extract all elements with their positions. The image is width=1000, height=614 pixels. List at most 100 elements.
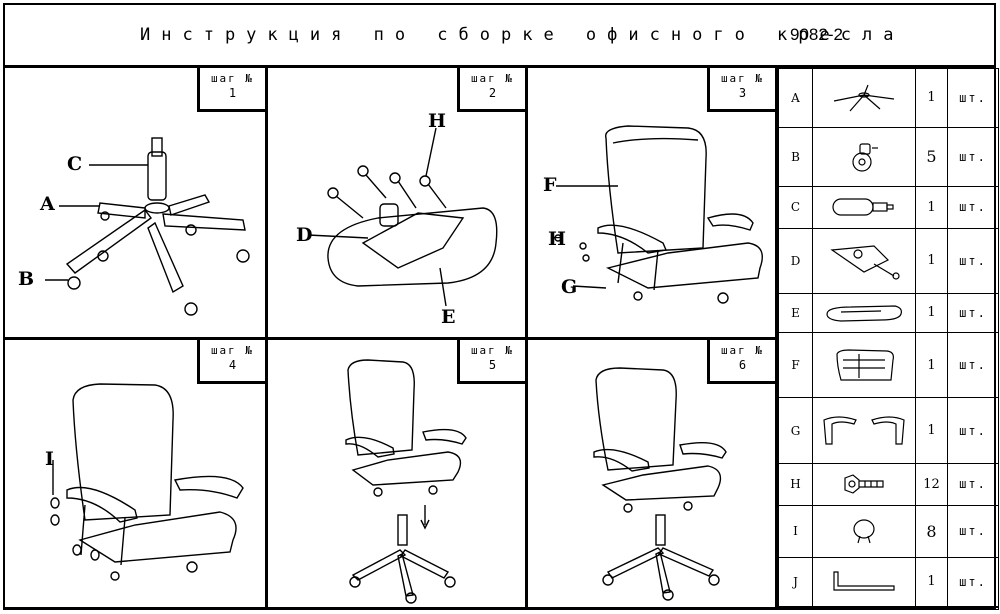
label-g: G bbox=[561, 276, 578, 298]
finished-chair-drawing bbox=[593, 367, 727, 601]
empty-row bbox=[778, 607, 999, 610]
part-unit: шт. bbox=[947, 68, 999, 128]
gas-cylinder-icon bbox=[813, 195, 915, 219]
step-label: шаг № bbox=[210, 72, 255, 85]
step-number: 5 bbox=[488, 358, 497, 372]
label-b: B bbox=[18, 268, 35, 290]
step-number: 1 bbox=[228, 86, 237, 100]
label-h: H bbox=[548, 228, 566, 250]
part-image bbox=[812, 556, 916, 607]
part-quantity: 1 bbox=[915, 68, 948, 128]
step-6-panel: шаг № 6 bbox=[528, 340, 778, 610]
tilt-mechanism-icon bbox=[813, 242, 915, 280]
part-quantity: 1 bbox=[915, 331, 948, 399]
step-1-panel: шаг № 1 C A B bbox=[5, 68, 268, 340]
part-unit: шт. bbox=[947, 185, 999, 229]
part-letter: I bbox=[778, 504, 813, 558]
instruction-sheet: Инструкция по сборке офисного кресла 908… bbox=[3, 3, 999, 610]
step-label: шаг № bbox=[210, 344, 255, 357]
part-letter: D bbox=[778, 227, 813, 295]
part-image bbox=[812, 126, 916, 187]
part-letter: E bbox=[778, 293, 813, 333]
step-label: шаг № bbox=[470, 72, 515, 85]
part-quantity: 5 bbox=[915, 126, 948, 187]
step-2-box: шаг № 2 bbox=[457, 68, 525, 112]
step-6-box: шаг № 6 bbox=[707, 340, 775, 384]
part-unit: шт. bbox=[947, 227, 999, 295]
part-letter: G bbox=[778, 397, 813, 464]
step-label: шаг № bbox=[470, 344, 515, 357]
part-image bbox=[812, 504, 916, 558]
label-d: D bbox=[296, 224, 313, 246]
part-image bbox=[812, 331, 916, 399]
step-number: 3 bbox=[738, 86, 747, 100]
part-image bbox=[812, 68, 916, 128]
part-letter: A bbox=[778, 68, 813, 128]
caps-drawing bbox=[50, 383, 244, 581]
part-unit: шт. bbox=[947, 462, 999, 506]
model-number: 9082-2 bbox=[790, 25, 843, 44]
part-unit: шт. bbox=[947, 504, 999, 558]
step-1-box: шаг № 1 bbox=[197, 68, 265, 112]
part-image bbox=[812, 227, 916, 295]
part-unit: шт. bbox=[947, 556, 999, 607]
label-i: I bbox=[45, 448, 54, 470]
label-f: F bbox=[543, 174, 557, 196]
step-2-panel: шаг № 2 H D E bbox=[268, 68, 528, 340]
step-label: шаг № bbox=[720, 344, 765, 357]
step-3-panel: шаг № 3 F H G bbox=[528, 68, 778, 340]
part-image bbox=[812, 462, 916, 506]
step-number: 6 bbox=[738, 358, 747, 372]
part-quantity: 12 bbox=[915, 462, 948, 506]
armrests-icon bbox=[813, 412, 915, 450]
title-bar: Инструкция по сборке офисного кресла 908… bbox=[5, 5, 994, 68]
label-e: E bbox=[441, 306, 456, 328]
base-assembly-drawing bbox=[45, 137, 250, 316]
cap-icon bbox=[813, 516, 915, 546]
bolt-icon bbox=[813, 472, 915, 496]
part-unit: шт. bbox=[947, 126, 999, 187]
chair-base-icon bbox=[813, 81, 915, 115]
step-number: 4 bbox=[228, 358, 237, 372]
part-letter: B bbox=[778, 126, 813, 187]
part-unit: шт. bbox=[947, 293, 999, 333]
part-quantity: 1 bbox=[915, 293, 948, 333]
seat-mechanism-drawing bbox=[307, 127, 498, 307]
part-quantity: 8 bbox=[915, 504, 948, 558]
page-title: Инструкция по сборке офисного кресла bbox=[140, 25, 905, 45]
part-quantity: 1 bbox=[915, 185, 948, 229]
label-c: C bbox=[67, 153, 83, 175]
part-image bbox=[812, 185, 916, 229]
backrest-icon bbox=[813, 346, 915, 384]
part-quantity: 1 bbox=[915, 227, 948, 295]
label-a: A bbox=[40, 193, 55, 215]
backrest-armrest-drawing bbox=[554, 125, 763, 304]
label-h: H bbox=[428, 110, 446, 132]
step-label: шаг № bbox=[720, 72, 765, 85]
seat-cushion-icon bbox=[813, 302, 915, 324]
step-5-panel: шаг № 5 bbox=[268, 340, 528, 610]
part-quantity: 1 bbox=[915, 556, 948, 607]
step-4-panel: шаг № 4 I bbox=[5, 340, 268, 610]
part-image bbox=[812, 397, 916, 464]
part-letter: J bbox=[778, 556, 813, 607]
step-number: 2 bbox=[488, 86, 497, 100]
chair-on-base-drawing bbox=[345, 359, 467, 604]
part-letter: F bbox=[778, 331, 813, 399]
part-unit: шт. bbox=[947, 331, 999, 399]
caster-wheel-icon bbox=[813, 140, 915, 174]
part-image bbox=[812, 293, 916, 333]
step-5-box: шаг № 5 bbox=[457, 340, 525, 384]
part-letter: C bbox=[778, 185, 813, 229]
